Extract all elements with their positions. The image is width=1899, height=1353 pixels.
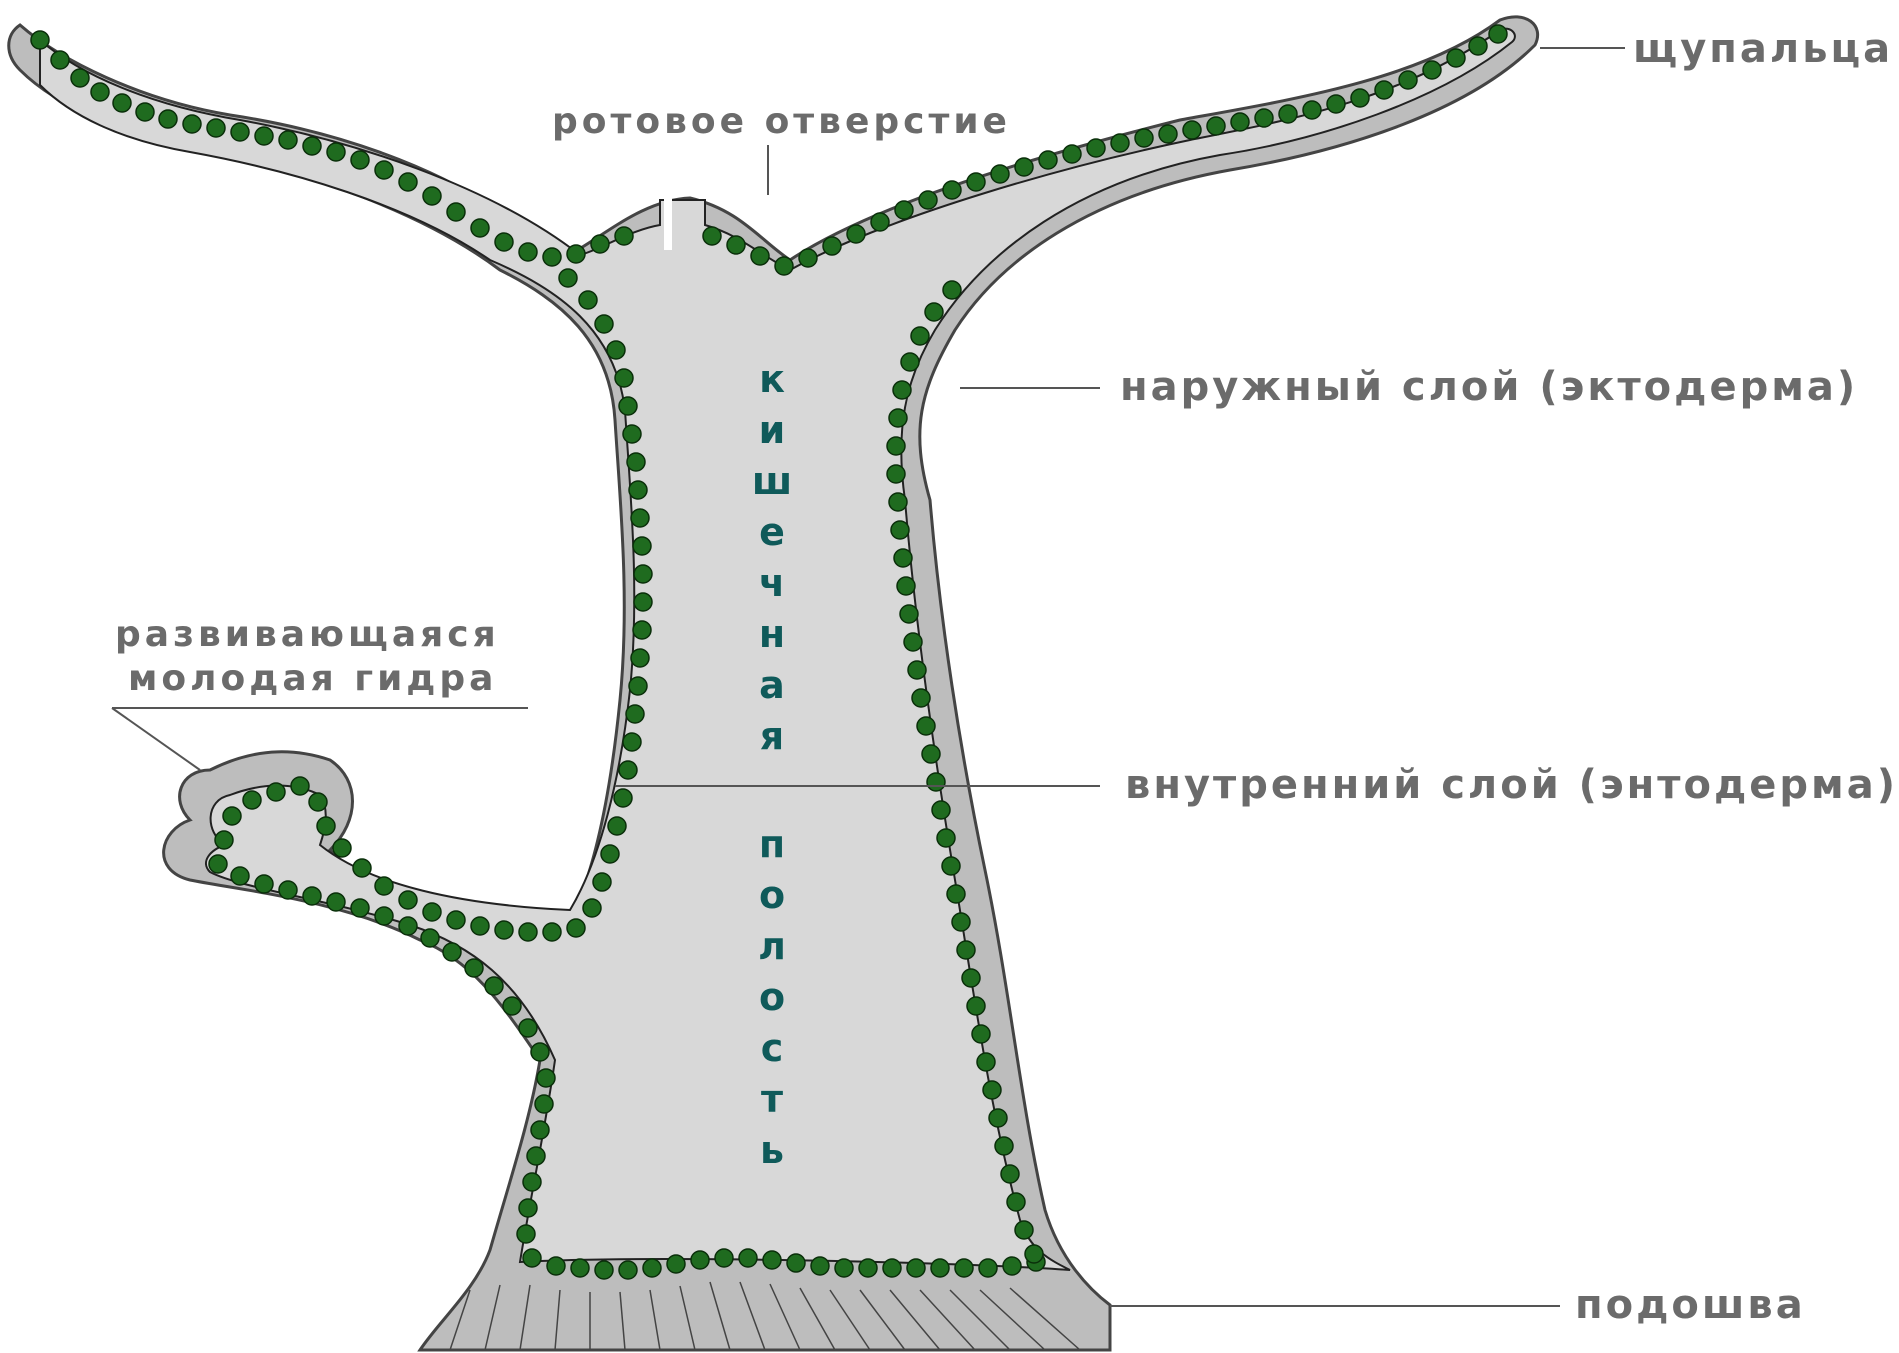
- label-sole: подошва: [1575, 1282, 1806, 1328]
- cavity-letter: т: [761, 1077, 783, 1121]
- cavity-text-cavity: п о л о с т ь: [758, 822, 786, 1172]
- mouth-opening: [664, 190, 672, 250]
- cavity-letter: ч: [759, 561, 785, 605]
- cavity-letter: и: [759, 408, 786, 452]
- cavity-letter: л: [758, 924, 786, 968]
- cavity-letter: с: [761, 1026, 784, 1070]
- cavity-letter: к: [759, 357, 785, 401]
- cavity-letter: а: [759, 663, 785, 707]
- label-bud-line1: развивающаяся: [115, 614, 500, 655]
- cavity-letter: н: [759, 612, 785, 656]
- label-ectoderm: наружный слой (эктодерма): [1120, 364, 1858, 410]
- label-endoderm: внутренний слой (энтодерма): [1125, 762, 1898, 808]
- cavity-letter: е: [759, 510, 785, 554]
- label-bud-line2: молодая гидра: [128, 658, 497, 699]
- label-tentacles: щупальца: [1633, 26, 1893, 72]
- cavity-letter: о: [759, 975, 785, 1019]
- cavity-letter: ш: [752, 459, 792, 503]
- cavity-letter: п: [759, 822, 785, 866]
- label-mouth: ротовое отверстие: [552, 101, 1011, 142]
- cavity-letter: я: [760, 714, 784, 758]
- cavity-letter: ь: [760, 1128, 784, 1172]
- leader-bud-diagonal: [112, 708, 200, 770]
- cavity-letter: о: [759, 873, 785, 917]
- endoderm-cells-right-tentacle: [703, 25, 1507, 275]
